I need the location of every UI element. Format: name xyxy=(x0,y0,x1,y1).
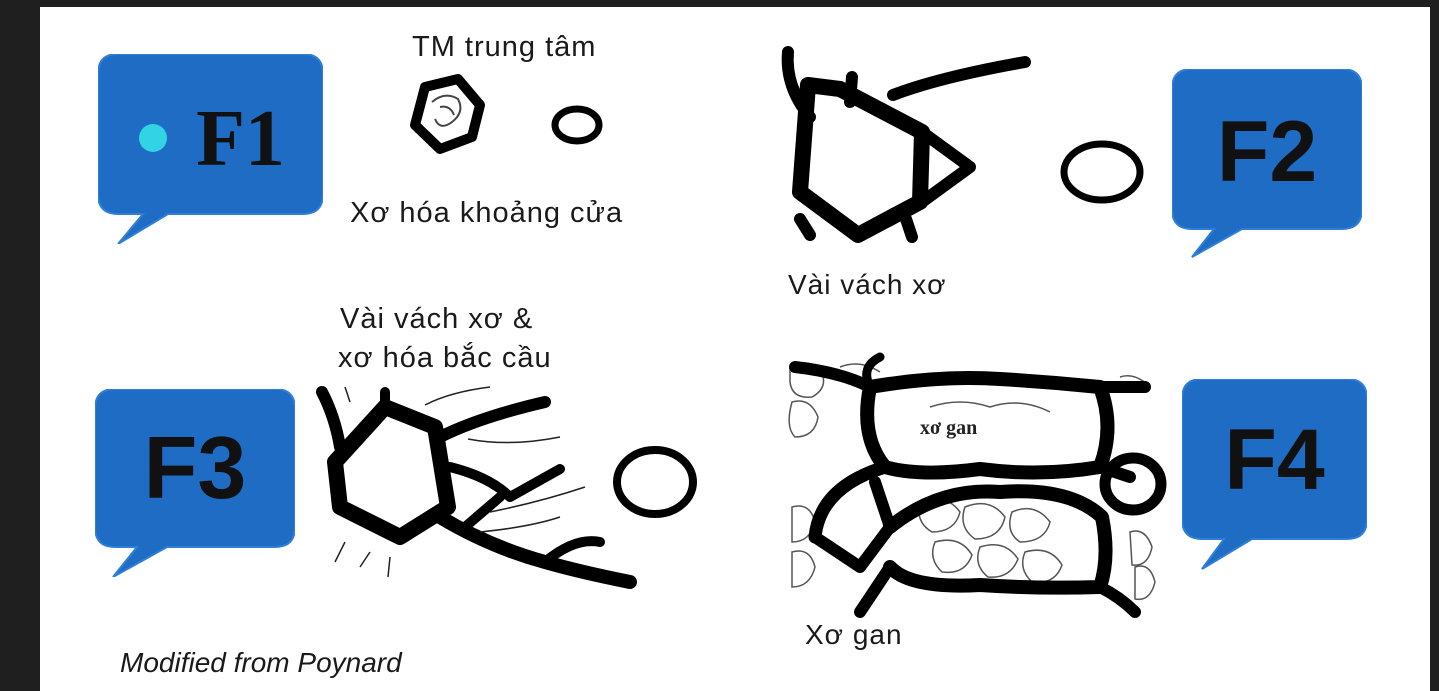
f4-inner-label: xơ gan xyxy=(920,417,977,440)
f4-label: Xơ gan xyxy=(805,619,903,651)
f4-badge: F4 xyxy=(1182,379,1367,571)
f4-badge-text: F4 xyxy=(1182,411,1367,510)
source-credit: Modified from Poynard xyxy=(120,647,402,679)
diagram-panel: F1 TM trung tâm Xơ hóa khoảng cửa F2 Vài… xyxy=(40,7,1430,691)
f4-drawing xyxy=(40,7,1430,691)
